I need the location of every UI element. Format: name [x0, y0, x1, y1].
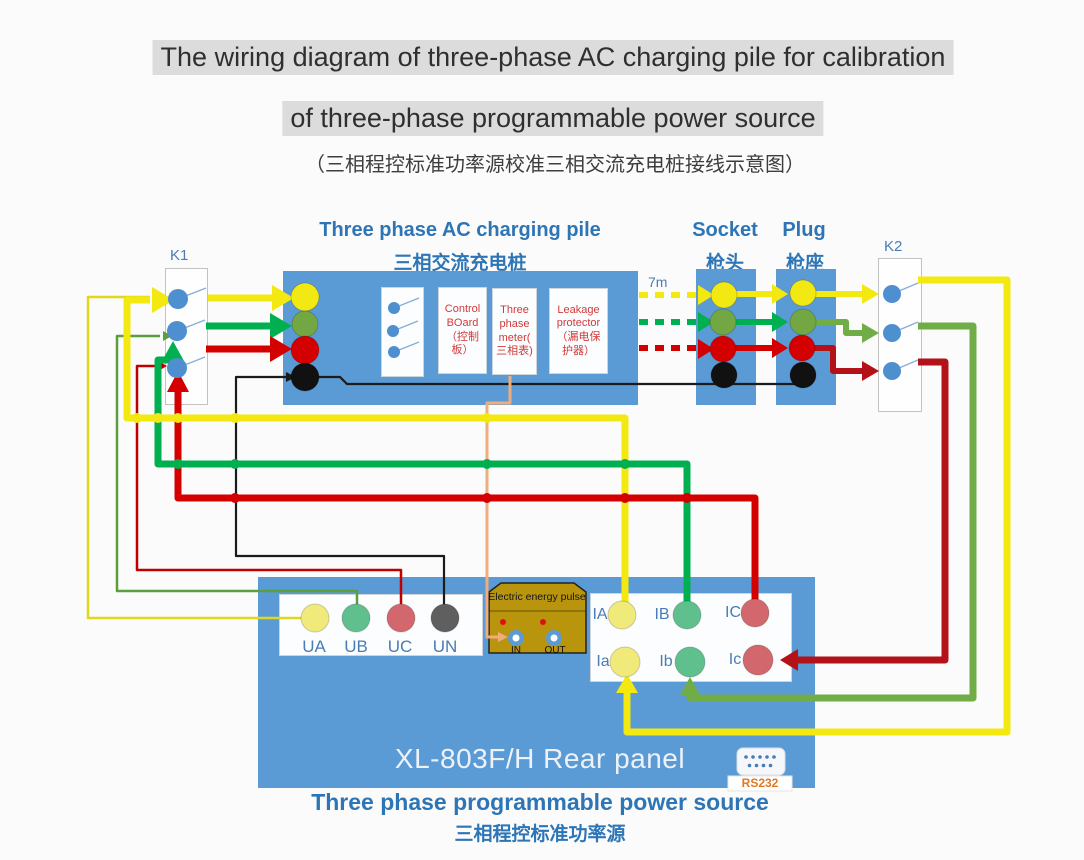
terminal-label-ia-upper: IA	[592, 606, 608, 623]
plug-label-zh: 枪座	[785, 253, 825, 274]
k1-label: K1	[170, 247, 189, 264]
k2-switch-box	[878, 258, 922, 412]
socket-box	[696, 269, 756, 405]
socket-label-zh: 枪头	[705, 253, 745, 274]
charging-pile-heading-zh: 三相交流充电桩	[393, 253, 527, 274]
page-title-line1-text: The wiring diagram of three-phase AC cha…	[152, 40, 954, 75]
cable-length-label: 7m	[648, 274, 668, 290]
meter-label: Three phase meter(三相表)	[496, 304, 533, 358]
pulse-box-title: Electric energy pulse	[488, 591, 586, 603]
control-board-label: Control BOard（控制板）	[444, 303, 481, 357]
terminal-label-ic-lower: Ic	[728, 651, 742, 668]
k2-label: K2	[884, 238, 903, 255]
arrow-plug-k2-a	[862, 284, 879, 304]
meter-box: Three phase meter(三相表)	[492, 288, 537, 375]
wire-un-neutral	[234, 375, 446, 605]
terminal-label-ub: UB	[344, 637, 368, 656]
arrow-plug-k2-c	[862, 361, 879, 381]
socket-label-en: Socket	[692, 219, 758, 241]
control-board-box: Control BOard（控制板）	[438, 287, 487, 374]
plug-label-en: Plug	[782, 219, 826, 241]
arrow-plug-k2-b	[862, 323, 879, 343]
panel-title: XL-803F/H Rear panel	[394, 743, 686, 774]
power-source-caption-en: Three phase programmable power source	[311, 789, 769, 815]
terminal-label-uc: UC	[387, 637, 413, 656]
leakage-protector-label: Leakage protector（漏电保护器）	[556, 303, 601, 357]
wire-k2-return-ic	[798, 358, 949, 664]
page-title-line2-text: of three-phase programmable power source	[282, 101, 824, 136]
page-title-line3: （三相程控标准功率源校准三相交流充电桩接线示意图）	[305, 154, 805, 176]
terminal-label-ia-lower: Ia	[596, 653, 610, 670]
power-source-caption-zh: 三相程控标准功率源	[454, 824, 626, 845]
leakage-protector-box: Leakage protector（漏电保护器）	[549, 288, 608, 374]
pulse-in-label: IN	[511, 645, 521, 656]
terminal-label-ua: UA	[302, 637, 326, 656]
terminal-label-ic-upper: IC	[725, 604, 741, 621]
terminal-label-ib-lower: Ib	[659, 653, 673, 670]
charging-pile-heading-en: Three phase AC charging pile	[319, 219, 601, 241]
pile-breaker-box	[381, 287, 424, 377]
wire-crossing-bumps	[132, 413, 692, 503]
k1-switch-box	[165, 268, 208, 405]
terminal-label-un: UN	[432, 637, 458, 656]
rs232-label: RS232	[741, 776, 779, 790]
current-terminal-strip	[590, 593, 792, 682]
plug-box	[776, 269, 836, 405]
pulse-out-label: OUT	[544, 645, 566, 656]
terminal-label-ib-upper: IB	[654, 606, 670, 623]
